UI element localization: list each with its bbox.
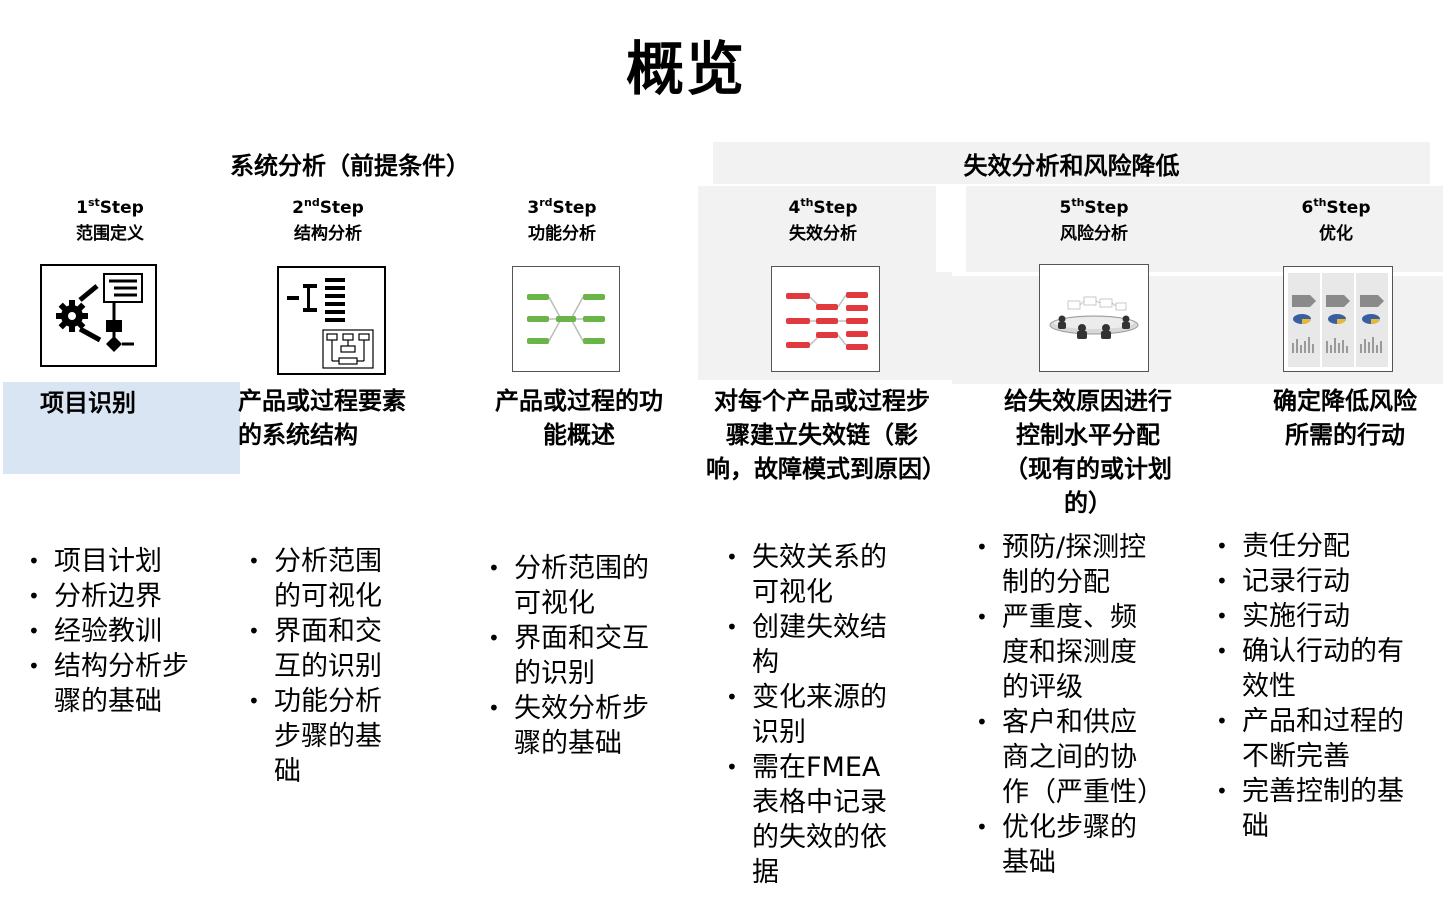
step-1-bullet-list: 项目计划 分析边界 经验教训 结构分析步骤的基础 [28, 544, 208, 719]
list-item: 结构分析步骤的基础 [28, 649, 208, 719]
function-tree-icon [512, 266, 620, 372]
step-2-header: 2ndStep 结构分析 [258, 190, 398, 247]
step-1-header: 1stStep 范围定义 [40, 190, 180, 247]
list-item: 分析范围的可视化 [248, 544, 396, 614]
page-title: 概览 [625, 35, 746, 103]
improvement-charts-icon [1283, 266, 1393, 372]
step-3-name: 功能分析 [528, 224, 596, 244]
step-6-description: 确定降低风险所需的行动 [1273, 387, 1417, 449]
list-item: 分析边界 [28, 579, 208, 614]
step6-header-shade [1192, 186, 1443, 272]
step-6-name: 优化 [1319, 224, 1353, 244]
group-header-failure-risk: 失效分析和风险降低 [963, 152, 1180, 180]
highlight-box [3, 382, 240, 474]
list-item: 严重度、频度和探测度的评级 [976, 600, 1156, 705]
list-item: 完善控制的基础 [1216, 774, 1426, 844]
step-1-label: 1stStep [76, 196, 144, 218]
list-item: 经验教训 [28, 614, 208, 649]
list-item: 责任分配 [1216, 529, 1426, 564]
list-item: 预防/探测控制的分配 [976, 530, 1156, 600]
list-item: 优化步骤的基础 [976, 810, 1156, 880]
list-item: 分析范围的可视化 [488, 551, 666, 621]
list-item: 变化来源的识别 [726, 680, 904, 750]
team-meeting-icon [1039, 264, 1149, 372]
group-header-system-analysis: 系统分析（前提条件） [230, 152, 470, 180]
step-5-bullet-list: 预防/探测控制的分配 严重度、频度和探测度的评级 客户和供应商之间的协作（严重性… [976, 530, 1164, 880]
list-item: 确认行动的有效性 [1216, 634, 1426, 704]
step-5-label: 5thStep [1059, 196, 1129, 218]
failure-chain-icon [771, 266, 880, 372]
step5-header-shade [966, 186, 1192, 272]
structure-tree-icon [277, 266, 386, 375]
list-item: 界面和交互的识别 [488, 621, 666, 691]
step-4-description: 对每个产品或过程步骤建立失效链（影响，故障模式到原因） [706, 387, 946, 483]
list-item: 功能分析步骤的基础 [248, 684, 396, 789]
step-6-bullet-list: 责任分配 记录行动 实施行动 确认行动的有效性 产品和过程的不断完善 完善控制的… [1216, 529, 1426, 844]
step-3-bullet-list: 分析范围的可视化 界面和交互的识别 失效分析步骤的基础 [488, 551, 666, 761]
step-5-description: 给失效原因进行控制水平分配（现有的或计划的） [1004, 387, 1172, 517]
list-item: 项目计划 [28, 544, 208, 579]
step-6-header: 6thStep 优化 [1266, 190, 1406, 247]
step-5-name: 风险分析 [1060, 224, 1128, 244]
step-4-bullet-list: 失效关系的可视化 创建失效结构 变化来源的识别 需在FMEA表格中记录的失效的依… [726, 540, 904, 890]
list-item: 实施行动 [1216, 599, 1426, 634]
list-item: 界面和交互的识别 [248, 614, 396, 684]
step-4-name: 失效分析 [789, 224, 857, 244]
list-item: 记录行动 [1216, 564, 1426, 599]
step-3-description: 产品或过程的功能概述 [495, 387, 663, 449]
step-2-description: 产品或过程要素的系统结构 [238, 387, 406, 449]
list-item: 失效分析步骤的基础 [488, 691, 666, 761]
list-item: 失效关系的可视化 [726, 540, 904, 610]
step-3-header: 3rdStep 功能分析 [492, 190, 632, 247]
step-3-label: 3rdStep [527, 196, 597, 218]
step-5-header: 5thStep 风险分析 [1024, 190, 1164, 247]
step-2-name: 结构分析 [294, 224, 362, 244]
step4-header-shade [698, 186, 936, 272]
list-item: 产品和过程的不断完善 [1216, 704, 1426, 774]
step-4-header: 4thStep 失效分析 [753, 190, 893, 247]
step-6-label: 6thStep [1301, 196, 1371, 218]
list-item: 客户和供应商之间的协作（严重性） [976, 705, 1164, 810]
step-2-label: 2ndStep [292, 196, 364, 218]
step-1-name: 范围定义 [76, 224, 144, 244]
group-header-background [713, 142, 1430, 184]
step-2-bullet-list: 分析范围的可视化 界面和交互的识别 功能分析步骤的基础 [248, 544, 396, 789]
step-1-description: 项目识别 [40, 389, 136, 417]
gear-flowchart-icon [40, 264, 157, 367]
step-4-label: 4thStep [788, 196, 858, 218]
list-item: 需在FMEA表格中记录的失效的依据 [726, 750, 904, 890]
list-item: 创建失效结构 [726, 610, 904, 680]
